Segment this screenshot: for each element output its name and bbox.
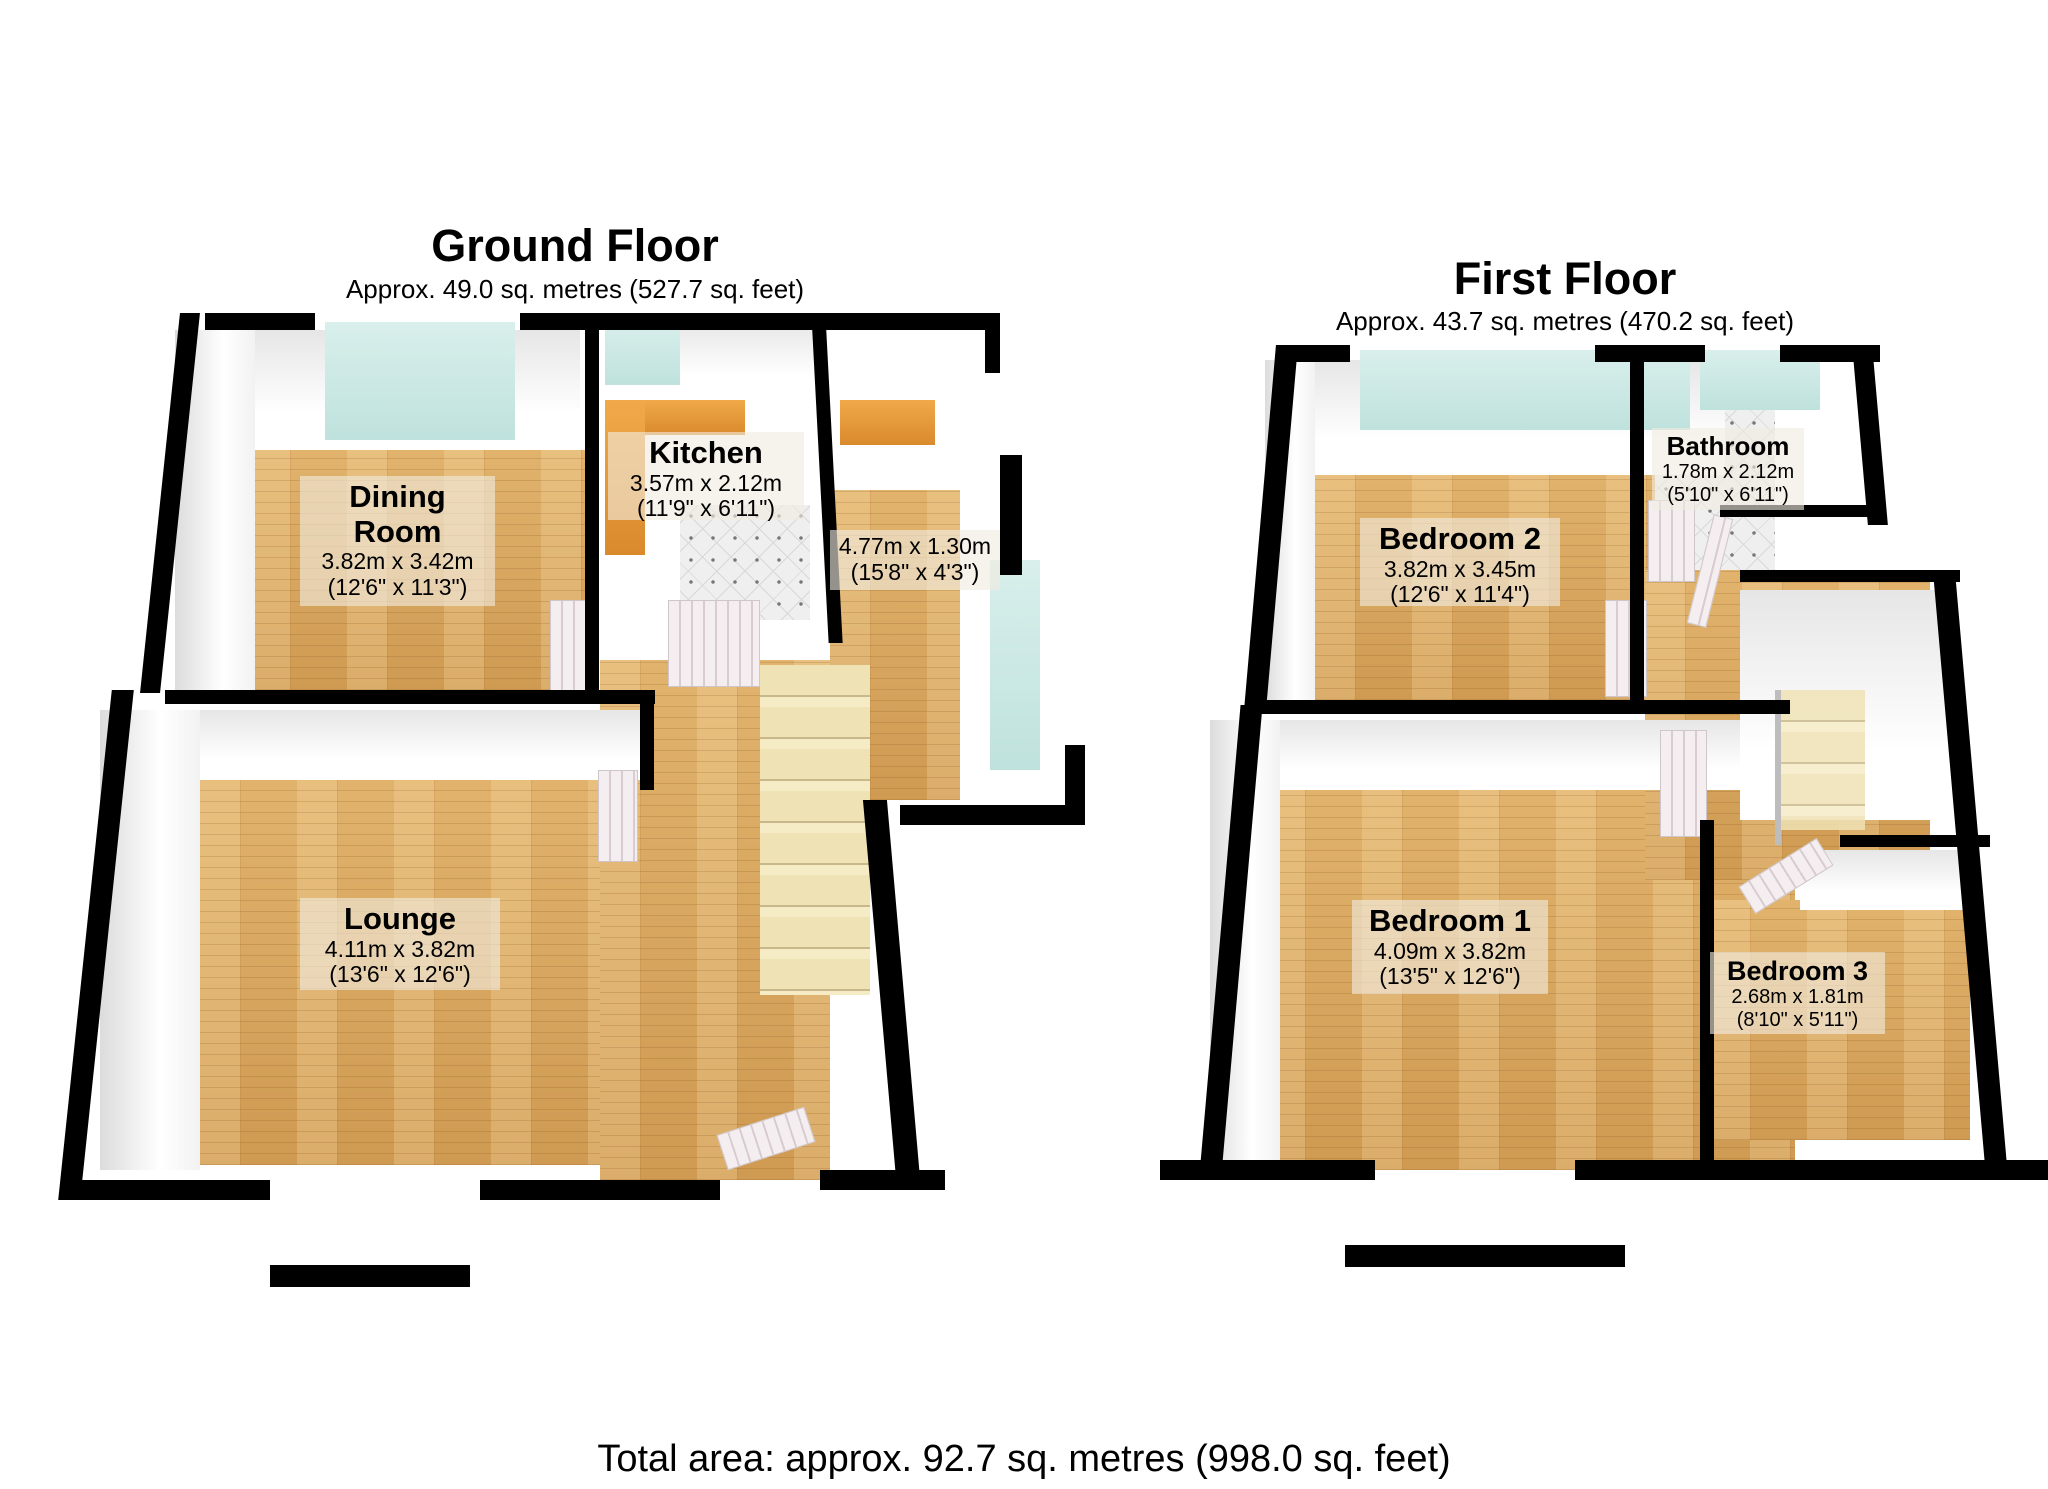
dining-door bbox=[550, 600, 587, 692]
ff-wall-cupboard-top bbox=[1740, 570, 1960, 582]
gf-wall-bottom-hall bbox=[820, 1170, 945, 1190]
ff-wall-bed2-bath bbox=[1630, 345, 1644, 700]
room-name: Room bbox=[353, 513, 442, 549]
room-name: Bedroom 2 bbox=[1379, 521, 1541, 556]
room-dimensions-imperial: (13'5" x 12'6") bbox=[1379, 963, 1521, 990]
first-floor-plan bbox=[1100, 0, 2048, 1320]
stair-banister bbox=[1775, 690, 1781, 845]
room-name: Bedroom 1 bbox=[1369, 903, 1531, 938]
gf-wall-right-hall bbox=[862, 800, 922, 1190]
room-dimensions-metric: 4.77m x 1.30m bbox=[838, 533, 992, 559]
total-area: Total area: approx. 92.7 sq. metres (998… bbox=[597, 1438, 1451, 1480]
gf-wall-passage-far-right bbox=[1065, 745, 1085, 825]
room-dimensions-metric: 1.78m x 2.12m bbox=[1661, 461, 1795, 484]
landing-staircase bbox=[1780, 690, 1865, 830]
ff-wall-bottom-left bbox=[1160, 1160, 1375, 1180]
side-window bbox=[990, 560, 1040, 770]
gf-wall-passage-right-lower bbox=[1000, 455, 1022, 575]
bedroom-1-back-wall bbox=[1265, 720, 1795, 790]
room-name: Lounge bbox=[344, 901, 456, 936]
gf-wall-top-right bbox=[680, 313, 990, 330]
room-label-bathroom: Bathroom 1.78m x 2.12m (5'10" x 6'11") bbox=[1652, 428, 1804, 510]
gf-wall-bottom-left bbox=[70, 1180, 270, 1200]
first-floor-area: Approx. 43.7 sq. metres (470.2 sq. feet) bbox=[1335, 306, 1795, 336]
lounge-door bbox=[598, 770, 638, 862]
ff-wall-bed3-top bbox=[1840, 835, 1990, 847]
kitchen-counter-top bbox=[645, 400, 745, 435]
bedroom-1-door bbox=[1660, 730, 1707, 837]
gf-wall-bottom-right bbox=[480, 1180, 720, 1200]
kitchen-door bbox=[668, 600, 760, 687]
room-dimensions-imperial: (11'9" x 6'11") bbox=[636, 495, 776, 522]
room-label-kitchen: Kitchen 3.57m x 2.12m (11'9" x 6'11") bbox=[608, 432, 804, 522]
gf-wall-bay-bottom bbox=[270, 1265, 470, 1287]
ground-floor-plan bbox=[0, 0, 1100, 1320]
room-dimensions-imperial: (12'6" x 11'3") bbox=[327, 574, 468, 601]
gf-wall-passage-bottom bbox=[900, 805, 1085, 825]
room-name: Kitchen bbox=[649, 435, 763, 470]
staircase bbox=[760, 665, 870, 995]
gf-wall-lounge-right bbox=[640, 700, 654, 790]
ff-wall-bottom-right bbox=[1575, 1160, 2048, 1180]
room-name: Dining bbox=[349, 479, 446, 514]
ground-floor-area: Approx. 49.0 sq. metres (527.7 sq. feet) bbox=[345, 274, 805, 304]
dining-patio-window bbox=[325, 322, 515, 440]
room-label-side-passage: 4.77m x 1.30m (15'8" x 4'3") bbox=[830, 530, 1000, 590]
ff-wall-right-upper bbox=[1852, 345, 1888, 525]
room-label-lounge: Lounge 4.11m x 3.82m (13'6" x 12'6") bbox=[300, 898, 500, 990]
room-dimensions-imperial: (13'6" x 12'6") bbox=[329, 961, 471, 988]
room-name: Bathroom bbox=[1666, 431, 1790, 461]
room-dimensions-imperial: (5'10" x 6'11") bbox=[1667, 483, 1789, 506]
ff-wall-bed2-bed1 bbox=[1250, 700, 1790, 714]
room-dimensions-imperial: (15'8" x 4'3") bbox=[850, 558, 980, 585]
gf-wall-kitchen-passage bbox=[811, 313, 843, 643]
gf-wall-passage-right bbox=[985, 313, 1000, 373]
utility-counter bbox=[840, 400, 935, 445]
room-dimensions-metric: 2.68m x 1.81m bbox=[1731, 986, 1864, 1009]
room-label-dining-room: Dining Room 3.82m x 3.42m (12'6" x 11'3"… bbox=[300, 476, 495, 606]
bedroom-3-floor bbox=[1710, 900, 1970, 1140]
room-label-bedroom-1: Bedroom 1 4.09m x 3.82m (13'5" x 12'6") bbox=[1352, 900, 1548, 994]
room-dimensions-metric: 3.57m x 2.12m bbox=[629, 469, 783, 496]
room-dimensions-metric: 4.09m x 3.82m bbox=[1373, 937, 1527, 964]
bathroom-door bbox=[1648, 500, 1695, 582]
room-dimensions-imperial: (8'10" x 5'11") bbox=[1736, 1008, 1859, 1031]
ff-wall-bed1-bed3 bbox=[1700, 820, 1714, 1170]
room-dimensions-metric: 3.82m x 3.45m bbox=[1383, 555, 1537, 582]
gf-wall-dining-kitchen bbox=[585, 313, 599, 693]
room-dimensions-imperial: (12'6" x 11'4") bbox=[1390, 581, 1530, 608]
gf-wall-top-mid bbox=[520, 313, 680, 330]
room-dimensions-metric: 4.11m x 3.82m bbox=[324, 935, 476, 962]
gf-wall-top-left bbox=[205, 313, 315, 330]
ff-wall-top-mid bbox=[1595, 345, 1705, 362]
ff-wall-bay-bottom bbox=[1345, 1245, 1625, 1267]
kitchen-window bbox=[605, 320, 680, 385]
room-dimensions-metric: 3.82m x 3.42m bbox=[321, 548, 474, 575]
room-name: Bedroom 3 bbox=[1726, 956, 1869, 986]
ground-floor-title: Ground Floor bbox=[431, 220, 719, 271]
first-floor-title: First Floor bbox=[1453, 253, 1677, 304]
room-label-bedroom-2: Bedroom 2 3.82m x 3.45m (12'6" x 11'4") bbox=[1360, 518, 1560, 608]
room-label-bedroom-3: Bedroom 3 2.68m x 1.81m (8'10" x 5'11") bbox=[1710, 952, 1885, 1034]
gf-wall-dining-lounge bbox=[165, 690, 655, 704]
lounge-back-wall bbox=[170, 710, 640, 780]
